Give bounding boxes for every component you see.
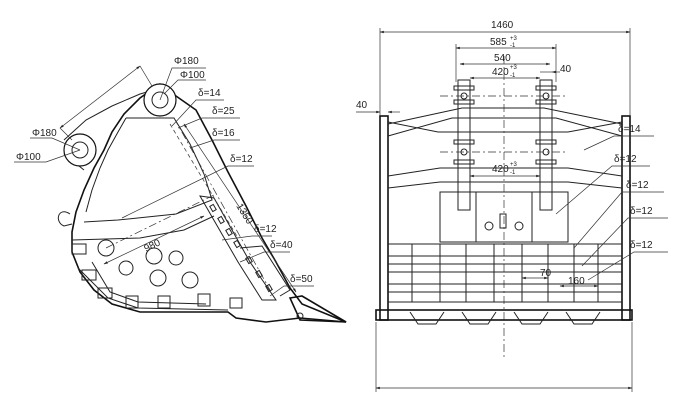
front-view: 1460 585 +3 -1 540 420 +3 -1 40 40 420 +… xyxy=(356,20,668,392)
label-front-plate-12-d: δ=12 xyxy=(630,240,653,251)
label-plate-12-a: δ=12 xyxy=(230,154,253,165)
label-dim-585-tol-upper: +3 xyxy=(510,36,518,42)
label-dim-420-mid-tol-lower: -1 xyxy=(510,170,516,176)
label-pin-dia-large-top: Φ180 xyxy=(174,56,199,67)
wear-blocks xyxy=(71,243,243,309)
label-dim-160: 160 xyxy=(568,276,585,287)
label-plate-50: δ=50 xyxy=(290,274,313,285)
label-front-plate-12-b: δ=12 xyxy=(626,180,649,191)
label-dim-420: 420 xyxy=(492,67,509,78)
label-dim-420-tol-upper: +3 xyxy=(510,65,518,71)
ear-collars xyxy=(453,85,557,165)
label-dim-70: 70 xyxy=(540,268,552,279)
front-left-wall xyxy=(379,115,389,321)
label-pin-dia-small-left: Φ100 xyxy=(16,152,41,163)
label-front-plate-12-c: δ=12 xyxy=(630,206,653,217)
label-dim-420-tol-lower: -1 xyxy=(510,73,516,79)
label-dim-585: 585 xyxy=(490,37,507,48)
label-plate-25: δ=25 xyxy=(212,106,235,117)
label-front-plate-14: δ=14 xyxy=(618,124,641,135)
label-dim-585-tol-lower: -1 xyxy=(510,43,516,49)
label-pin-dia-large-left: Φ180 xyxy=(32,128,57,139)
label-dim-540: 540 xyxy=(494,53,511,64)
front-teeth xyxy=(409,311,601,325)
front-cutting-edge xyxy=(375,309,633,321)
label-pin-dia-small-top: Φ100 xyxy=(180,70,205,81)
label-dim-40-left: 40 xyxy=(356,100,368,111)
side-view: 1350 980 Φ180 Φ100 δ=14 δ=25 δ=16 δ=12 δ… xyxy=(14,56,347,323)
label-plate-12-b: δ=12 xyxy=(254,224,277,235)
front-ribs xyxy=(411,244,599,302)
label-dim-420-mid: 420 xyxy=(492,164,509,175)
lifting-hook xyxy=(57,211,73,227)
label-dim-1350: 1350 xyxy=(233,202,254,227)
bucket-tooth xyxy=(288,295,347,323)
front-lower-bands xyxy=(388,243,622,303)
label-dim-420-mid-tol-upper: +3 xyxy=(510,162,518,168)
label-dim-980: 980 xyxy=(142,237,162,254)
bucket-inner-shell xyxy=(83,117,213,223)
label-dim-40-top: 40 xyxy=(560,64,572,75)
label-front-plate-12-a: δ=12 xyxy=(614,154,637,165)
label-width-total: 1460 xyxy=(491,20,514,31)
label-plate-14: δ=14 xyxy=(198,88,221,99)
label-plate-16: δ=16 xyxy=(212,128,235,139)
label-plate-40: δ=40 xyxy=(270,240,293,251)
